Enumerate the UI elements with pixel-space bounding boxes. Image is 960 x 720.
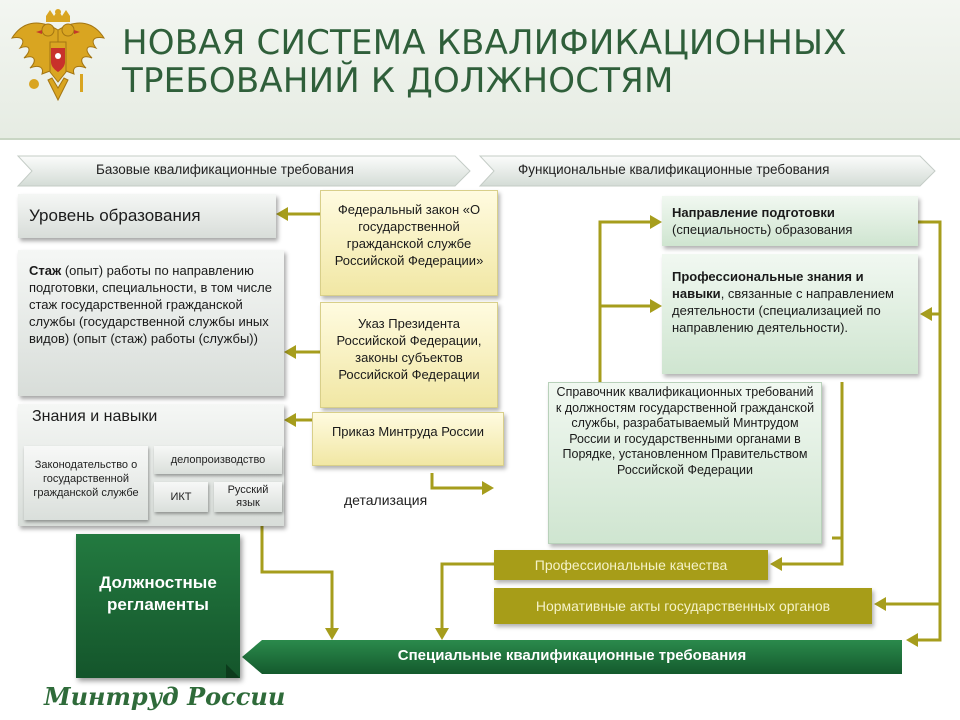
records-management-box: делопроизводство — [154, 446, 282, 474]
ministry-order-scroll: Приказ Минтруда России — [312, 412, 504, 466]
qualification-handbook-box: Справочник квалификационных требований к… — [548, 382, 822, 544]
double-headed-eagle-emblem-icon — [10, 9, 106, 102]
training-direction-bold: Направление подготовки — [672, 205, 835, 220]
presidential-decree-scroll: Указ Президента Российской Федерации, за… — [320, 302, 498, 408]
ministry-order-label: Приказ Минтруда России — [331, 424, 485, 439]
education-level-box: Уровень образования — [18, 194, 276, 238]
records-management-label: делопроизводство — [170, 454, 266, 466]
russian-language-box: Русский язык — [214, 482, 282, 512]
experience-rest: (опыт) работы по направлению подготовки,… — [29, 263, 272, 346]
base-requirements-label: Базовые квалификационные требования — [96, 162, 354, 177]
special-requirements-banner — [242, 640, 902, 674]
title-line-2: ТРЕБОВАНИЙ К ДОЛЖНОСТЯМ — [122, 61, 674, 101]
qualification-handbook-text: Справочник квалификационных требований к… — [555, 385, 815, 477]
job-regulations-label: Должностные регламенты — [99, 573, 217, 614]
page-fold — [226, 664, 240, 678]
professional-qualities-label: Профессиональные качества — [534, 557, 728, 573]
base-requirements-banner — [16, 155, 471, 187]
law-knowledge-box: Законодательство о государственной гражд… — [24, 446, 148, 520]
professional-knowledge-box: Профессиональные знания и навыки, связан… — [662, 254, 918, 374]
professional-knowledge-text: Профессиональные знания и навыки, связан… — [672, 268, 912, 336]
detalization-label: детализация — [344, 492, 428, 508]
ict-label: ИКТ — [170, 491, 192, 503]
normative-acts-box: Нормативные акты государственных органов — [494, 588, 872, 624]
professional-knowledge-rest: , связанные с направлением деятельности … — [672, 286, 894, 335]
arrows — [260, 212, 942, 642]
knowledge-skills-title: Знания и навыки — [32, 408, 158, 425]
title-line-1: НОВАЯ СИСТЕМА КВАЛИФИКАЦИОННЫХ — [122, 23, 847, 63]
job-regulations-box: Должностные регламенты — [76, 534, 240, 678]
professional-knowledge-bold: Профессиональные знания и навыки — [672, 269, 864, 301]
knowledge-skills-box: Знания и навыки Законодательство о госуд… — [18, 404, 284, 526]
functional-requirements-label: Функциональные квалификационные требован… — [518, 162, 830, 177]
training-direction-text: Направление подготовки (специальность) о… — [672, 204, 912, 238]
professional-qualities-box: Профессиональные качества — [494, 550, 768, 580]
arrowheads — [276, 207, 932, 647]
special-requirements-label: Специальные квалификационные требования — [397, 647, 747, 664]
header: НОВАЯ СИСТЕМА КВАЛИФИКАЦИОННЫХ ТРЕБОВАНИ… — [0, 0, 960, 140]
law-knowledge-label: Законодательство о государственной гражд… — [33, 459, 139, 499]
federal-law-scroll: Федеральный закон «О государственной гра… — [320, 190, 498, 296]
experience-text: Стаж (опыт) работы по направлению подгот… — [29, 262, 275, 347]
presidential-decree-label: Указ Президента Российской Федерации, за… — [336, 316, 482, 382]
functional-requirements-banner — [478, 155, 936, 187]
training-direction-box: Направление подготовки (специальность) о… — [662, 196, 918, 246]
russian-language-label: Русский язык — [227, 484, 269, 509]
federal-law-label: Федеральный закон «О государственной гра… — [334, 202, 484, 268]
experience-bold: Стаж — [29, 263, 62, 278]
education-level-label: Уровень образования — [29, 206, 201, 225]
normative-acts-label: Нормативные акты государственных органов — [535, 598, 831, 614]
experience-box: Стаж (опыт) работы по направлению подгот… — [18, 250, 284, 396]
training-direction-rest: (специальность) образования — [672, 222, 853, 237]
page-title: НОВАЯ СИСТЕМА КВАЛИФИКАЦИОННЫХ ТРЕБОВАНИ… — [122, 24, 942, 100]
ministry-logo: Минтруд России — [44, 682, 286, 711]
ict-box: ИКТ — [154, 482, 208, 512]
